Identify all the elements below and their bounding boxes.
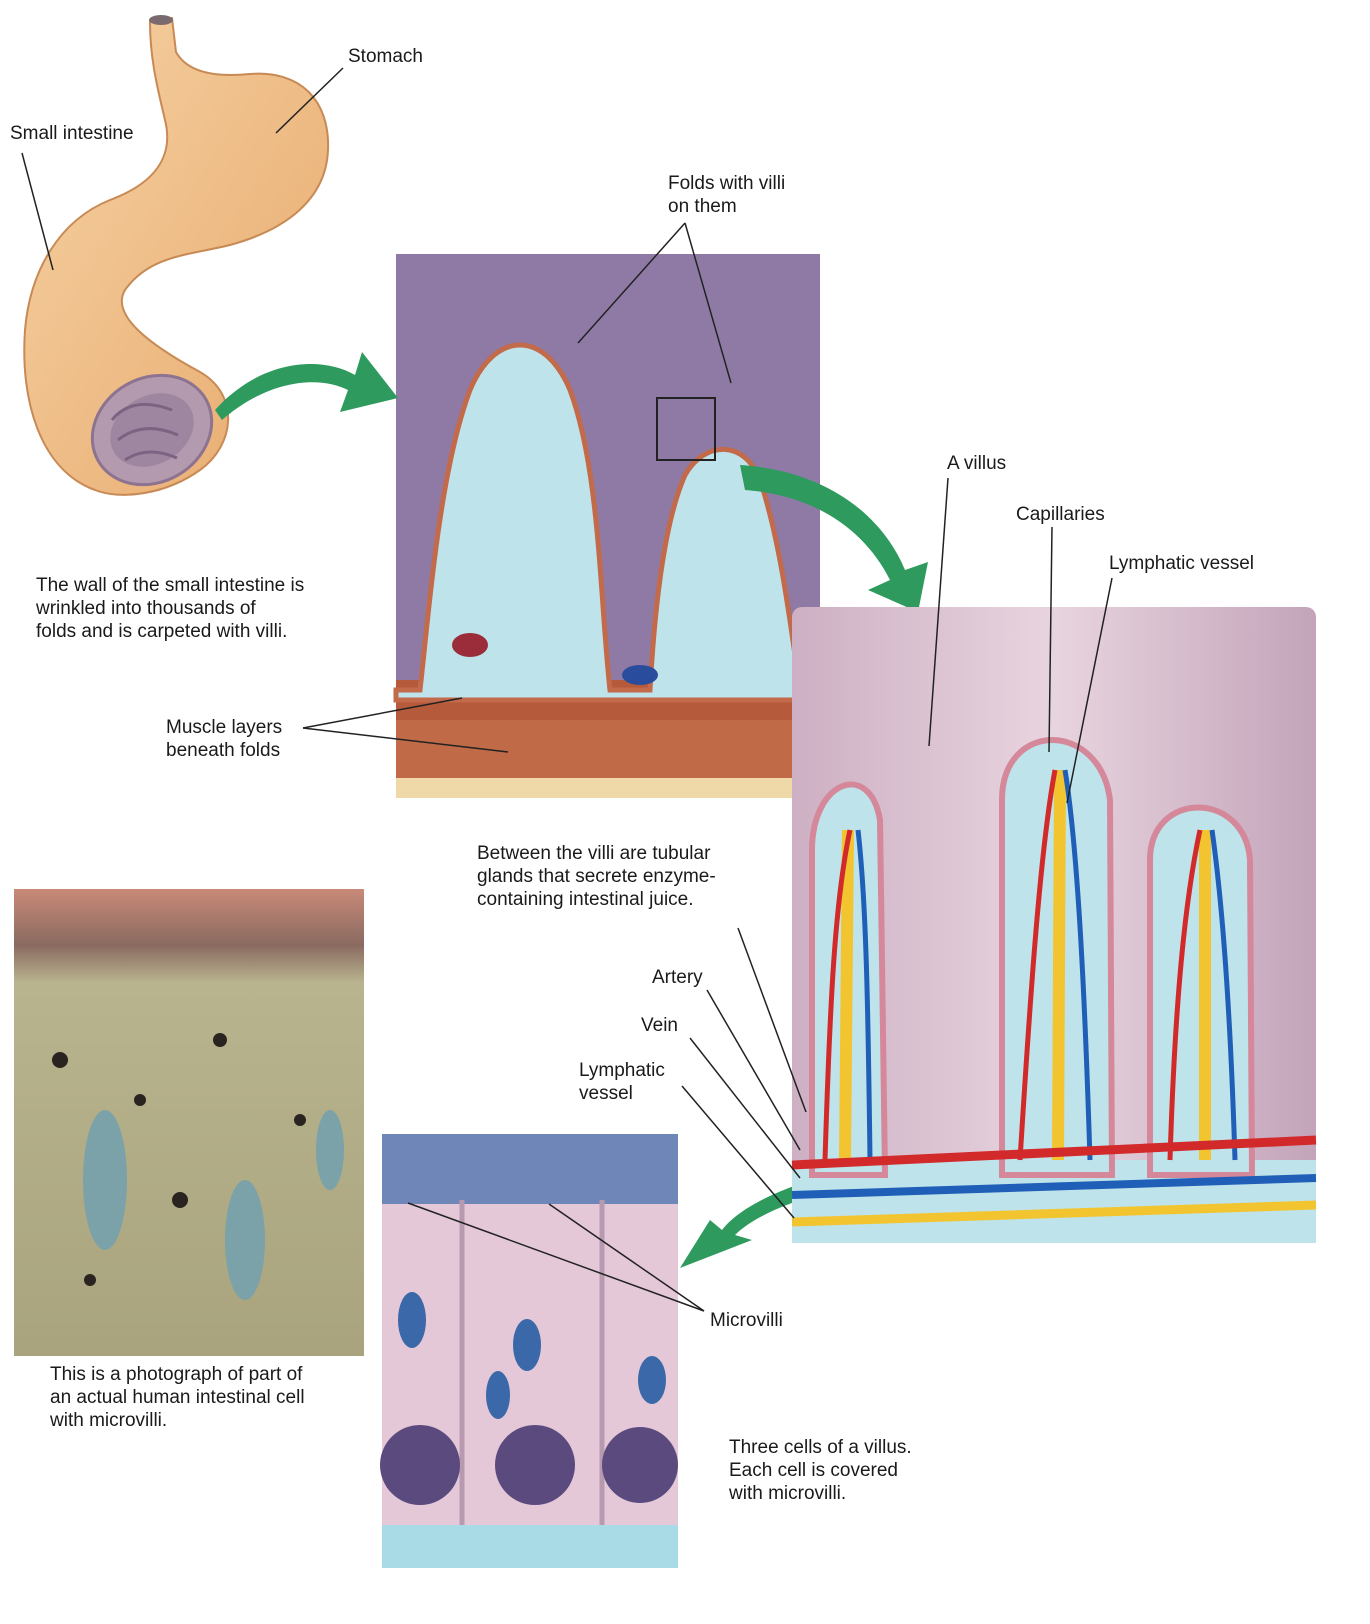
label-small-intestine: Small intestine bbox=[10, 122, 134, 145]
three-cells-illustration bbox=[380, 1134, 678, 1568]
label-vein: Vein bbox=[641, 1014, 678, 1037]
stomach-illustration bbox=[24, 15, 328, 506]
label-a-villus: A villus bbox=[947, 452, 1006, 475]
label-lymphatic-vessel-bottom: Lymphatic vessel bbox=[579, 1059, 665, 1105]
folds-panel bbox=[396, 254, 820, 798]
caption-photo: This is a photograph of part of an actua… bbox=[50, 1363, 305, 1432]
microvilli-photo bbox=[14, 889, 364, 1356]
label-capillaries: Capillaries bbox=[1016, 503, 1105, 526]
label-lymphatic-vessel-top: Lymphatic vessel bbox=[1109, 552, 1254, 575]
caption-wall: The wall of the small intestine is wrink… bbox=[36, 574, 304, 643]
label-stomach: Stomach bbox=[348, 45, 423, 68]
label-muscle-layers: Muscle layers beneath folds bbox=[166, 716, 282, 762]
label-artery: Artery bbox=[652, 966, 703, 989]
caption-glands: Between the villi are tubular glands tha… bbox=[477, 842, 716, 911]
label-microvilli: Microvilli bbox=[710, 1309, 783, 1332]
villus-illustration bbox=[792, 607, 1316, 1243]
caption-cells: Three cells of a villus. Each cell is co… bbox=[729, 1436, 912, 1505]
label-folds-with-villi: Folds with villi on them bbox=[668, 172, 785, 218]
